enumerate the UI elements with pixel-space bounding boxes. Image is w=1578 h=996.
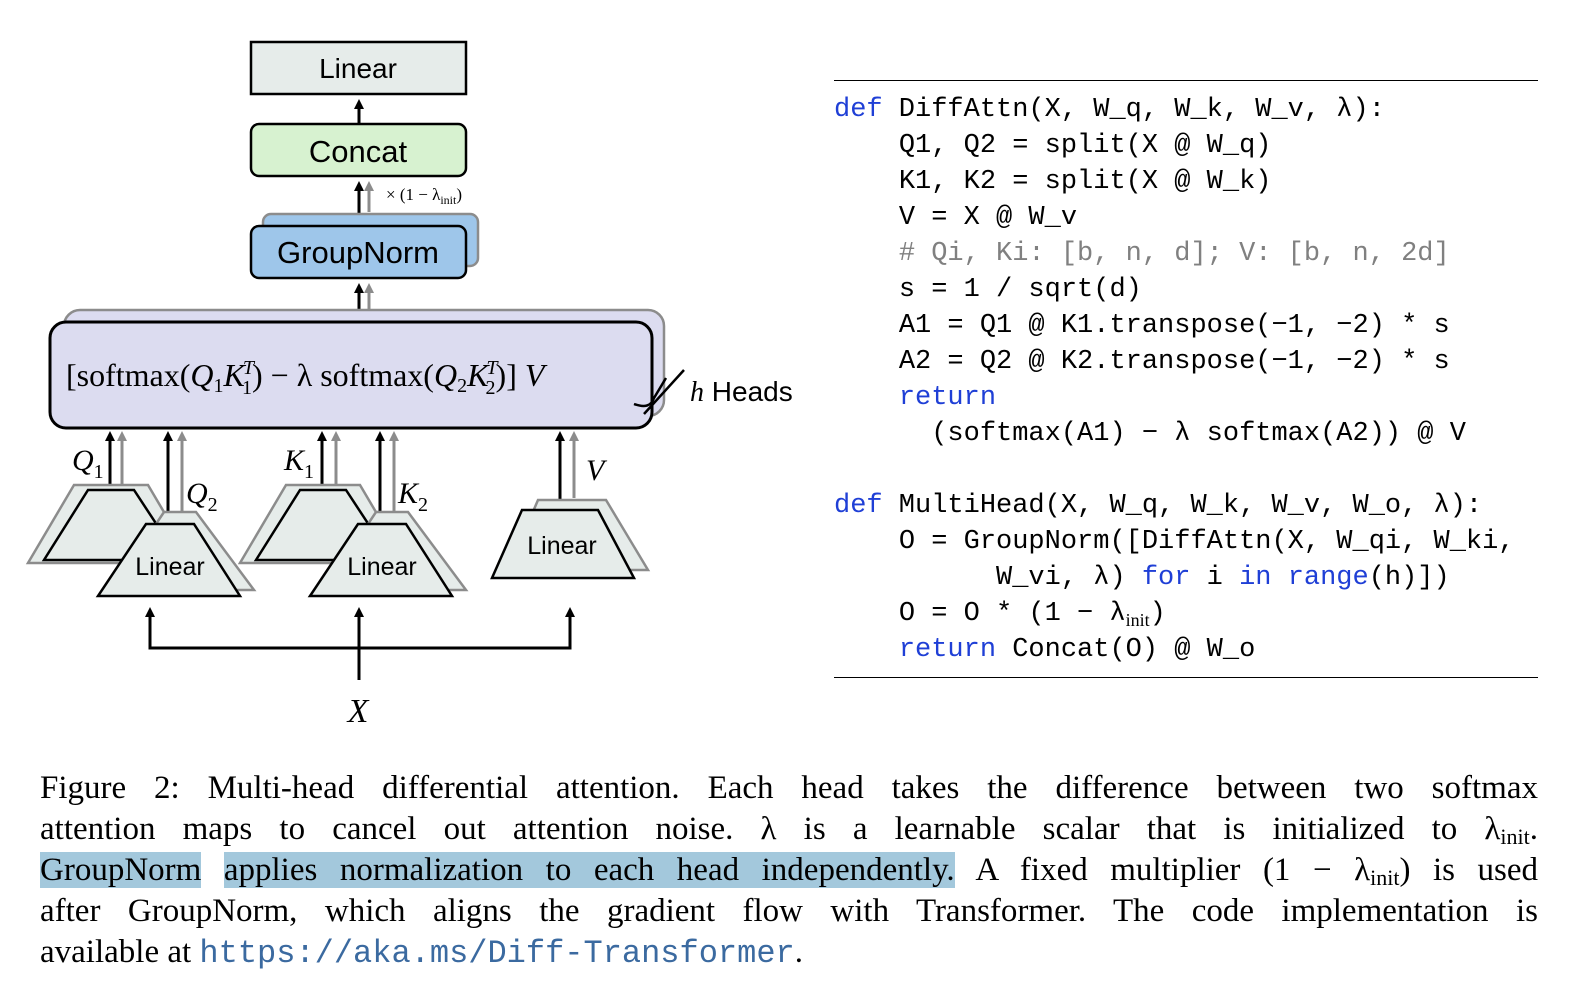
caption-line-2: attention maps to cancel out attention n… xyxy=(40,811,1538,849)
caption-line-5: available at https://aka.ms/Diff-Transfo… xyxy=(40,934,803,972)
label-q1: Q1 xyxy=(72,444,104,483)
caption-line-3: GroupNorm applies normalization to each … xyxy=(40,852,1538,890)
input-arrows xyxy=(145,607,575,680)
heads-label: h Heads xyxy=(690,376,793,408)
linear-k2 xyxy=(307,522,455,598)
groupnorm-label: GroupNorm xyxy=(277,235,439,270)
code-listing: def DiffAttn(X, W_q, W_k, W_v, λ): Q1, Q… xyxy=(834,80,1538,678)
code-link[interactable]: https://aka.ms/Diff-Transformer xyxy=(199,935,795,972)
code-line: A1 = Q1 @ K1.transpose(−1, −2) * s xyxy=(898,311,1450,341)
code-line: W_vi, λ) for i in range(h)]) xyxy=(996,563,1450,593)
label-q2: Q2 xyxy=(186,477,218,516)
code-line: # Qi, Ki: [b, n, d]; V: [b, n, 2d] xyxy=(898,239,1450,269)
label-k2: K2 xyxy=(397,477,428,516)
linear-q2 xyxy=(95,522,243,598)
linear-v-label: Linear xyxy=(527,532,597,560)
caption-line-1: Figure 2: Multi-head differential attent… xyxy=(40,770,1538,806)
code-line: return xyxy=(898,383,997,413)
linear-q-label: Linear xyxy=(135,553,205,581)
heads-bracket xyxy=(633,377,668,408)
groupnorm-box xyxy=(249,224,468,280)
concat-box xyxy=(249,122,468,178)
code-line: return Concat(O) @ W_o xyxy=(898,635,1256,665)
scale-label: × (1 − λinit) xyxy=(386,185,462,207)
figure-caption: Figure 2: Multi-head differential attent… xyxy=(40,768,1538,973)
code-line: V = X @ W_v xyxy=(898,203,1078,233)
highlight-groupnorm: GroupNorm xyxy=(40,852,202,888)
caption-line-4: after GroupNorm, which aligns the gradie… xyxy=(40,893,1538,929)
label-k1: K1 xyxy=(283,444,314,483)
highlight-normalization: applies normalization to each head indep… xyxy=(223,852,955,888)
label-v: V xyxy=(586,454,608,487)
code-line: O = O * (1 − λinit) xyxy=(898,599,1166,630)
linear-output-box xyxy=(249,40,468,96)
label-x: X xyxy=(346,693,370,730)
code-line: def DiffAttn(X, W_q, W_k, W_v, λ): xyxy=(834,95,1385,125)
linear-output-label: Linear xyxy=(319,53,397,84)
concat-label: Concat xyxy=(309,134,408,169)
code-line: A2 = Q2 @ K2.transpose(−1, −2) * s xyxy=(898,347,1450,377)
linear-k-label: Linear xyxy=(347,553,417,581)
code-line: s = 1 / sqrt(d) xyxy=(898,275,1142,305)
architecture-diagram: Linear Concat × (1 − λinit) GroupNorm [s… xyxy=(25,40,793,730)
code-line: Q1, Q2 = split(X @ W_q) xyxy=(898,131,1272,161)
code-line: O = GroupNorm([DiffAttn(X, W_qi, W_ki, xyxy=(898,527,1515,557)
heads-stroke xyxy=(643,369,685,415)
code-line: K1, K2 = split(X @ W_k) xyxy=(898,167,1272,197)
attention-box xyxy=(48,320,654,430)
linear-v xyxy=(490,508,637,580)
code-line: (softmax(A1) − λ softmax(A2)) @ V xyxy=(931,419,1466,449)
code-line: def MultiHead(X, W_q, W_k, W_v, W_o, λ): xyxy=(834,491,1483,521)
